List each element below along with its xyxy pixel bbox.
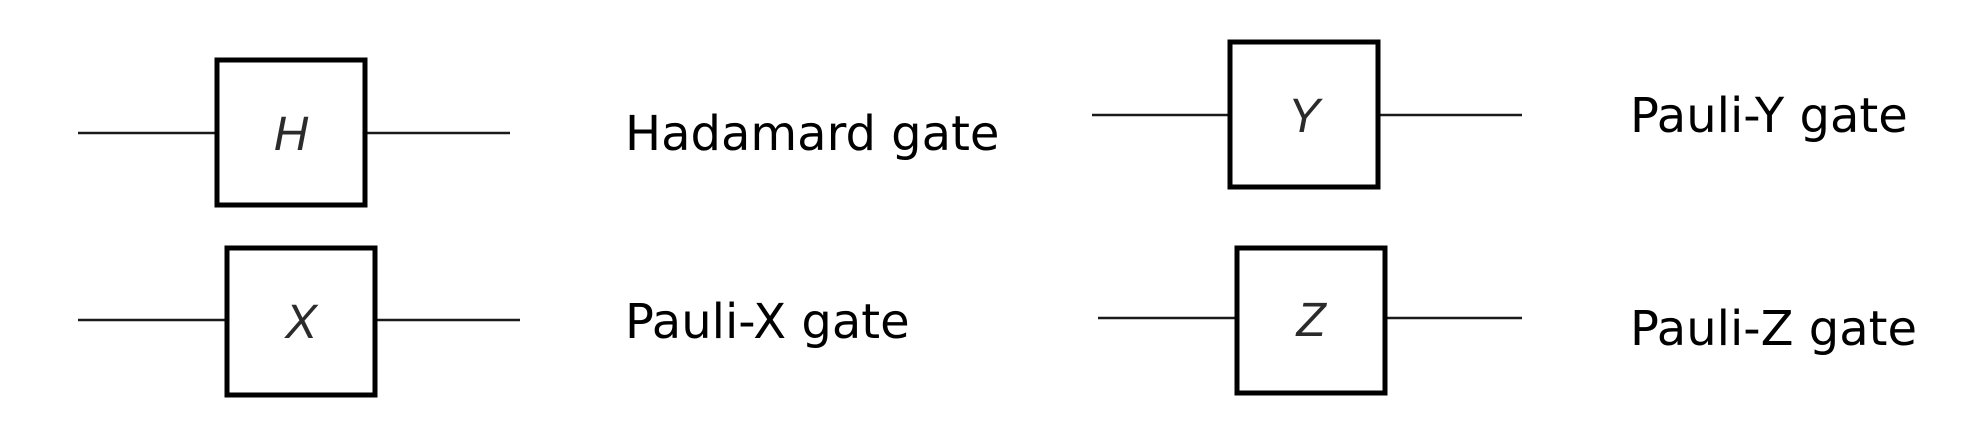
pauli-x-gate-label: Pauli-X gate [625, 294, 910, 350]
pauli-y-gate: Y Pauli-Y gate [1092, 39, 1908, 190]
hadamard-gate-symbol: H [274, 108, 309, 161]
pauli-z-gate-box [1234, 245, 1388, 396]
pauli-y-gate-label: Pauli-Y gate [1630, 88, 1908, 144]
hadamard-gate: H Hadamard gate [78, 57, 999, 208]
pauli-z-gate: Z Pauli-Z gate [1098, 245, 1917, 396]
pauli-x-gate: X Pauli-X gate [78, 245, 910, 398]
pauli-y-gate-symbol: Y [1288, 90, 1323, 143]
pauli-x-gate-symbol: X [284, 296, 319, 349]
hadamard-gate-box [214, 57, 368, 208]
pauli-z-gate-label: Pauli-Z gate [1630, 301, 1917, 357]
hadamard-gate-label: Hadamard gate [625, 106, 999, 162]
pauli-y-gate-box [1227, 39, 1381, 190]
pauli-z-gate-symbol: Z [1295, 294, 1327, 347]
pauli-x-gate-box [224, 245, 378, 398]
